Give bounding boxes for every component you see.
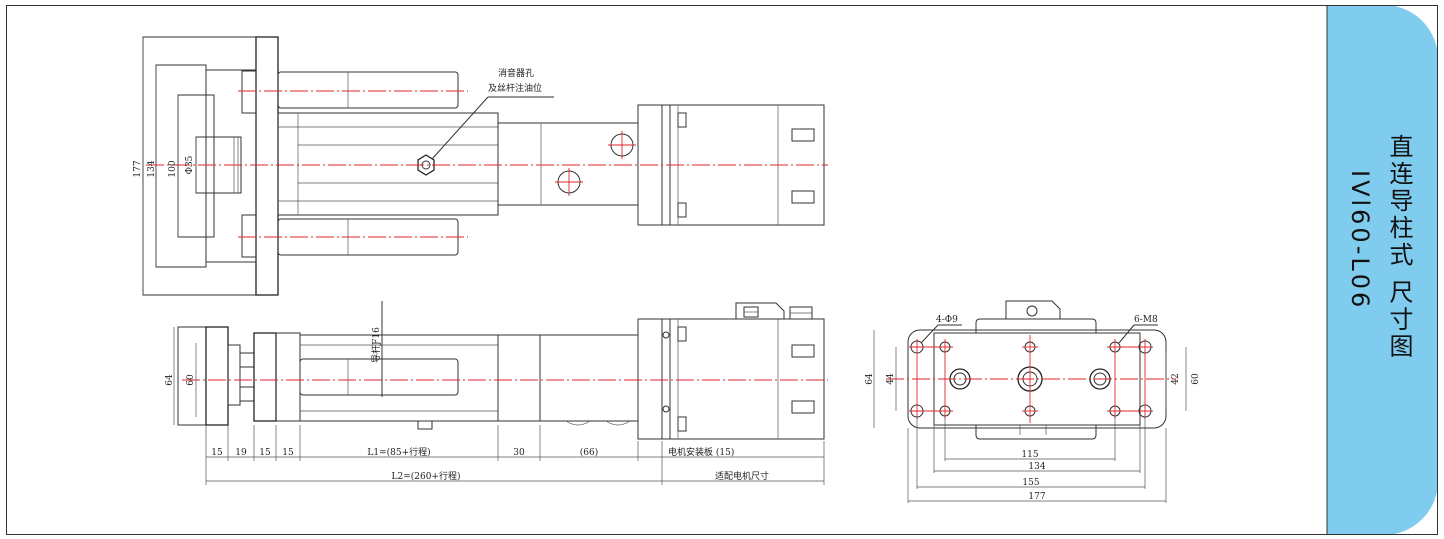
end-dim-64: 64 bbox=[865, 373, 875, 385]
top-dim-177: 177 bbox=[133, 160, 143, 177]
dim-15a: 15 bbox=[211, 448, 223, 458]
dim-15c: 15 bbox=[282, 448, 294, 458]
guide-rod-label: 导杆Ƒ16 bbox=[370, 327, 382, 363]
model-number: IVl60-L06 bbox=[1346, 170, 1374, 311]
side-dim-64: 64 bbox=[165, 374, 175, 386]
end-dim-42: 42 bbox=[1171, 373, 1181, 384]
muffler-label-1: 消音器孔 bbox=[498, 67, 534, 79]
muffler-label-2: 及丝杆注油位 bbox=[488, 82, 542, 94]
title-panel bbox=[1327, 5, 1438, 535]
dim-66: (66) bbox=[580, 447, 598, 458]
top-dim-phi35: Φ35 bbox=[185, 155, 195, 174]
end-dim-177: 177 bbox=[1028, 492, 1045, 502]
dim-19: 19 bbox=[235, 448, 247, 458]
holes-4-label: 4-Φ9 bbox=[936, 315, 958, 325]
end-dim-60: 60 bbox=[1191, 373, 1201, 385]
end-view: 4-Φ9 6-M8 64 44 42 60 115 134 155 177 bbox=[865, 300, 1201, 503]
top-dim-100: 100 bbox=[168, 160, 178, 177]
top-view: 消音器孔 及丝杆注油位 177 134 100 Φ35 bbox=[133, 36, 828, 296]
end-dim-155: 155 bbox=[1022, 478, 1039, 488]
holes-6-label: 6-M8 bbox=[1134, 315, 1158, 325]
dim-15b: 15 bbox=[259, 448, 271, 458]
end-dim-44: 44 bbox=[886, 373, 896, 385]
drawing-canvas: 消音器孔 及丝杆注油位 177 134 100 Φ35 bbox=[6, 5, 1438, 535]
frame-border bbox=[6, 5, 1438, 535]
side-view: 导杆Ƒ16 64 60 15 19 15 15 L1=(85+行程) 30 (6… bbox=[165, 301, 828, 485]
dim-l1: L1=(85+行程) bbox=[367, 446, 430, 458]
dim-30: 30 bbox=[513, 448, 525, 458]
top-dim-134: 134 bbox=[147, 160, 157, 177]
dim-motor: 适配电机尺寸 bbox=[715, 470, 769, 482]
drawing-frame: 消音器孔 及丝杆注油位 177 134 100 Φ35 bbox=[6, 5, 1438, 535]
drawing-title: 直连导柱式 尺寸图 bbox=[1385, 134, 1413, 361]
side-dim-60: 60 bbox=[186, 374, 196, 386]
dim-motor-plate: 电机安装板 (15) bbox=[668, 446, 734, 458]
end-dim-115: 115 bbox=[1021, 450, 1038, 460]
dim-l2: L2=(260+行程) bbox=[392, 470, 461, 482]
end-dim-134: 134 bbox=[1028, 462, 1045, 472]
